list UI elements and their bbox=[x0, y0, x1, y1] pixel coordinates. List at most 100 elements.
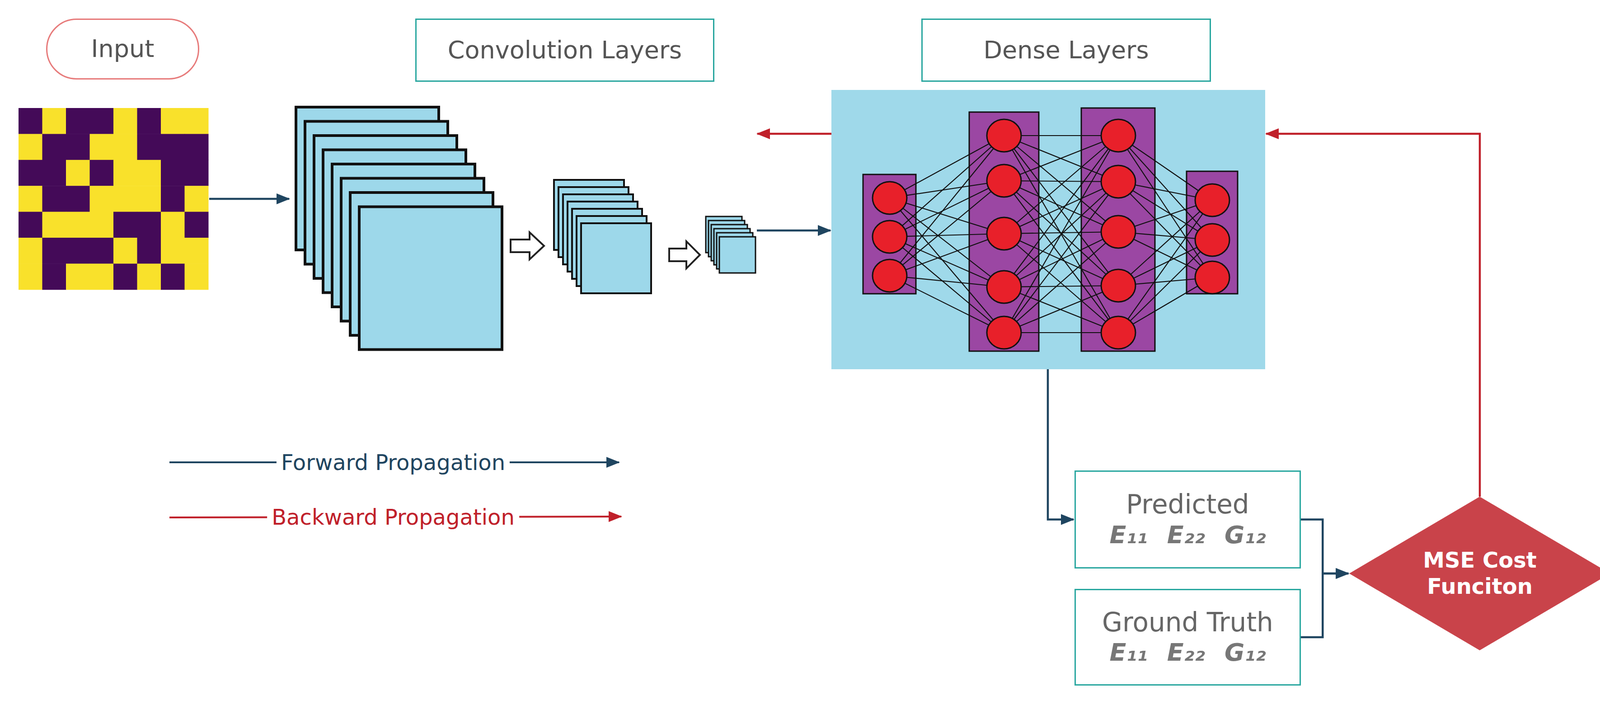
pixel bbox=[113, 107, 138, 135]
neuron bbox=[1195, 261, 1230, 294]
pixel bbox=[113, 159, 138, 187]
feature-map bbox=[359, 206, 503, 350]
neuron bbox=[986, 270, 1022, 304]
weight-line bbox=[1004, 285, 1119, 333]
pixel bbox=[42, 159, 67, 187]
pixel bbox=[113, 185, 138, 212]
pixel bbox=[65, 237, 90, 264]
weight-line bbox=[889, 135, 1005, 237]
neuron bbox=[872, 181, 907, 215]
pixel bbox=[137, 133, 162, 160]
pixel bbox=[113, 263, 138, 290]
pixel bbox=[137, 159, 162, 187]
pixel bbox=[18, 107, 43, 135]
pixel bbox=[65, 185, 90, 212]
pixel bbox=[160, 185, 185, 212]
layer-band bbox=[1081, 107, 1155, 352]
pixel bbox=[65, 159, 90, 187]
pixel bbox=[42, 133, 67, 160]
input-image bbox=[18, 107, 209, 290]
pixel bbox=[137, 107, 162, 135]
weight-line bbox=[1004, 180, 1119, 333]
legend-label: Backward Propagation bbox=[267, 504, 520, 530]
node-subtext: E₁₁ E₂₂ G₁₂ bbox=[1109, 638, 1266, 668]
pixel bbox=[160, 237, 185, 264]
pixel bbox=[184, 159, 209, 187]
forward-arrow bbox=[209, 197, 290, 201]
layer-band bbox=[1186, 171, 1238, 294]
node-label: Dense Layers bbox=[983, 35, 1149, 66]
pixel bbox=[18, 159, 43, 187]
weight-line bbox=[889, 197, 1005, 333]
pixel bbox=[137, 211, 162, 239]
weight-line bbox=[1004, 181, 1119, 234]
pixel bbox=[18, 263, 43, 290]
pixel bbox=[113, 237, 138, 264]
weight-line bbox=[889, 135, 1005, 198]
neuron bbox=[872, 220, 907, 254]
neuron bbox=[986, 217, 1022, 250]
pixel bbox=[89, 185, 114, 212]
backward-arrow bbox=[1266, 133, 1480, 497]
pixel bbox=[42, 107, 67, 135]
pixel bbox=[160, 159, 185, 187]
pixel bbox=[89, 237, 114, 264]
neuron bbox=[1101, 119, 1136, 152]
pixel bbox=[137, 263, 162, 290]
forward-arrow bbox=[756, 229, 831, 232]
connector bbox=[1300, 573, 1349, 638]
pixel bbox=[160, 211, 185, 239]
feature-map bbox=[719, 236, 756, 273]
forward-arrow bbox=[1047, 369, 1074, 520]
dense-network bbox=[863, 107, 1238, 352]
pixel bbox=[65, 211, 90, 239]
pixel bbox=[89, 263, 114, 290]
neuron bbox=[1101, 316, 1136, 349]
pixel bbox=[184, 185, 209, 212]
pixel bbox=[184, 133, 209, 160]
pixel bbox=[42, 185, 67, 212]
hollow-arrow bbox=[510, 232, 545, 260]
pixel bbox=[89, 211, 114, 239]
section-label-box: Convolution Layers bbox=[415, 18, 715, 82]
layer-band bbox=[863, 174, 916, 294]
pixel bbox=[184, 107, 209, 135]
neuron bbox=[1101, 215, 1136, 249]
diamond-fill bbox=[1349, 496, 1600, 651]
pixel bbox=[113, 211, 138, 239]
feature-map bbox=[581, 223, 652, 294]
node-label: Ground Truth bbox=[1102, 606, 1274, 639]
dense-panel bbox=[831, 89, 1266, 370]
pixel bbox=[160, 263, 185, 290]
neuron bbox=[1101, 165, 1136, 198]
pixel bbox=[18, 133, 43, 160]
pixel bbox=[42, 211, 67, 239]
neuron bbox=[1195, 183, 1230, 217]
weight-line bbox=[889, 135, 1005, 276]
neuron bbox=[872, 259, 907, 292]
node-label: MSE Cost Funciton bbox=[1405, 547, 1555, 600]
connector bbox=[1300, 519, 1349, 574]
pixel bbox=[89, 133, 114, 160]
neuron bbox=[986, 164, 1022, 198]
pixel bbox=[160, 133, 185, 160]
pixel bbox=[184, 263, 209, 290]
node-label: Predicted bbox=[1126, 488, 1249, 521]
neuron bbox=[986, 316, 1022, 349]
neuron bbox=[1101, 269, 1136, 302]
backward-arrow bbox=[757, 132, 832, 136]
weight-line bbox=[1004, 135, 1119, 287]
pixel bbox=[42, 237, 67, 264]
legend-label: Forward Propagation bbox=[276, 449, 510, 475]
weight-line bbox=[1004, 180, 1119, 232]
neuron bbox=[986, 119, 1022, 152]
hollow-arrow bbox=[669, 241, 700, 269]
pixel bbox=[137, 185, 162, 212]
pixel bbox=[18, 185, 43, 212]
pixel bbox=[89, 159, 114, 187]
node-label: Convolution Layers bbox=[447, 35, 682, 66]
conv-feature-maps bbox=[295, 107, 756, 350]
pixel bbox=[113, 133, 138, 160]
pixel bbox=[89, 107, 114, 135]
